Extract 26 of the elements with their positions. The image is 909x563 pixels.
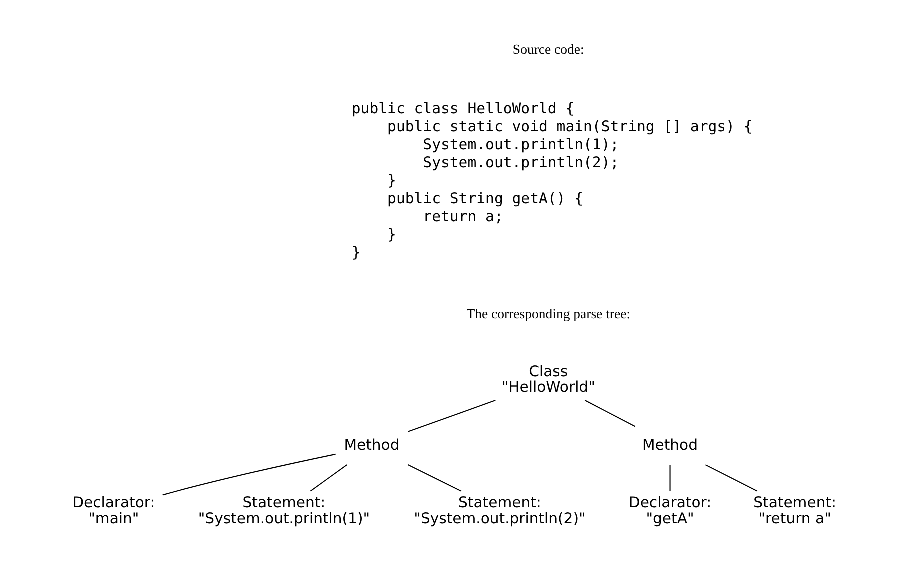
node-text: Method xyxy=(642,436,698,454)
connector xyxy=(162,454,336,496)
label: public class HelloWorld { xyxy=(352,100,575,118)
label: } xyxy=(388,172,396,190)
node-text: Statement: "System.out.println(1)" xyxy=(198,494,370,528)
label: } xyxy=(352,244,361,262)
connector xyxy=(670,465,671,492)
node-text: Declarator: "getA" xyxy=(628,494,712,528)
label: public String getA() { xyxy=(388,190,584,208)
label: System.out.println(2); xyxy=(423,154,620,172)
label: } xyxy=(388,226,396,244)
label: Source code: xyxy=(512,42,584,57)
label: return a; xyxy=(423,208,504,226)
label: public static void main(String [] args) { xyxy=(388,118,753,136)
label: The corresponding parse tree: xyxy=(466,306,631,322)
label: System.out.println(1); xyxy=(423,136,620,154)
node-text: Declarator: "main" xyxy=(72,494,156,528)
node-text: Method xyxy=(344,436,400,454)
node-text: Class "HelloWorld" xyxy=(502,363,596,396)
node-text: Statement: "System.out.println(2)" xyxy=(414,494,586,528)
connector xyxy=(705,464,758,492)
connector xyxy=(584,400,636,428)
connector xyxy=(408,464,462,492)
node-text: Statement: "return a" xyxy=(754,494,837,528)
connector xyxy=(408,400,496,432)
connector xyxy=(310,464,348,492)
